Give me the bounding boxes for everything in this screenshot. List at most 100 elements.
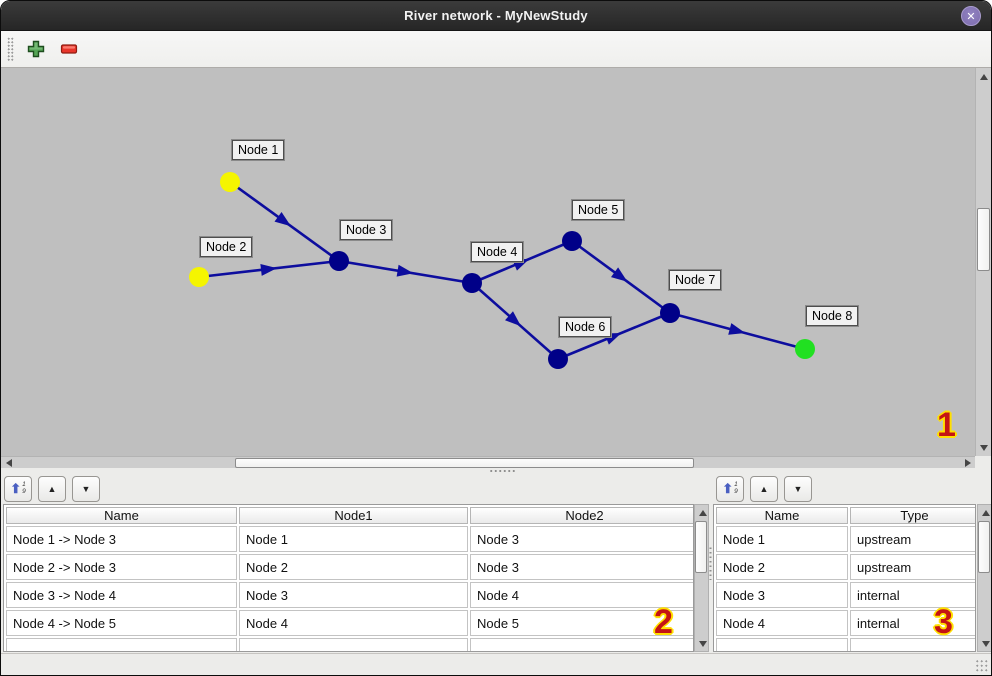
node-circle[interactable] <box>329 251 349 271</box>
table-cell[interactable]: Node 3 <box>470 554 693 580</box>
scrollbar-thumb[interactable] <box>977 208 990 271</box>
scroll-left-arrow[interactable] <box>2 457 15 469</box>
scroll-right-arrow[interactable] <box>961 457 974 469</box>
table-cell[interactable]: Node 4 <box>470 582 693 608</box>
table-cell[interactable] <box>716 638 848 651</box>
node-circle[interactable] <box>795 339 815 359</box>
table-row-empty[interactable] <box>716 638 975 651</box>
table-cell[interactable]: Node 4 -> Node 5 <box>6 610 237 636</box>
scrollbar-corner <box>975 456 991 468</box>
scroll-up-arrow[interactable] <box>976 69 991 84</box>
node-label[interactable]: Node 5 <box>572 200 625 220</box>
annotation-1: 1 <box>937 406 956 444</box>
edges-table-scrollbar[interactable] <box>694 504 709 652</box>
edges-move-down-button[interactable]: ▼ <box>72 475 100 502</box>
triangle-down-icon: ▼ <box>81 483 91 494</box>
table-cell[interactable]: Node 3 <box>716 582 848 608</box>
close-button[interactable]: ✕ <box>961 6 981 26</box>
column-header[interactable]: Node1 <box>239 507 468 524</box>
annotation-2: 2 <box>654 603 673 641</box>
table-cell[interactable]: Node 1 -> Node 3 <box>6 526 237 552</box>
edge-arrow-icon <box>260 263 277 276</box>
scroll-up-arrow[interactable] <box>695 505 710 520</box>
table-cell[interactable]: Node 4 <box>239 610 468 636</box>
table-cell[interactable]: Node 3 <box>239 582 468 608</box>
canvas-vertical-scrollbar[interactable] <box>975 68 991 456</box>
table-cell[interactable]: Node 1 <box>716 526 848 552</box>
node-label[interactable]: Node 2 <box>200 237 253 257</box>
table-cell[interactable] <box>239 638 468 651</box>
node-label[interactable]: Node 6 <box>559 317 612 337</box>
nodes-move-up-button[interactable]: ▲ <box>750 475 778 502</box>
table-cell[interactable]: Node 4 <box>716 610 848 636</box>
resize-grip-icon[interactable] <box>975 659 988 672</box>
table-cell[interactable]: upstream <box>850 526 975 552</box>
table-cell[interactable] <box>6 638 237 651</box>
node-circle[interactable] <box>189 267 209 287</box>
river-network-canvas[interactable]: Node 1 Node 2 Node 3 Node 4 Node 5 Node 6 Node… <box>1 68 977 456</box>
edge-arrow-icon <box>396 264 414 277</box>
table-cell[interactable]: Node 2 -> Node 3 <box>6 554 237 580</box>
column-header[interactable]: Name <box>6 507 237 524</box>
node-circle[interactable] <box>562 231 582 251</box>
add-button[interactable] <box>22 35 50 63</box>
column-header[interactable]: Type <box>850 507 975 524</box>
table-cell[interactable]: Node 3 <box>470 526 693 552</box>
canvas-horizontal-scrollbar[interactable] <box>1 456 977 468</box>
node-label[interactable]: Node 1 <box>232 140 285 160</box>
table-cell[interactable]: upstream <box>850 554 975 580</box>
main-toolbar <box>1 31 991 68</box>
scroll-down-arrow[interactable] <box>695 636 710 651</box>
scroll-up-arrow[interactable] <box>978 505 991 520</box>
node-label[interactable]: Node 8 <box>806 306 859 326</box>
node-label[interactable]: Node 3 <box>340 220 393 240</box>
node-circle[interactable] <box>220 172 240 192</box>
node-label[interactable]: Node 7 <box>669 270 722 290</box>
table-cell[interactable]: Node 2 <box>716 554 848 580</box>
nodes-table-scrollbar[interactable] <box>977 504 991 652</box>
table-cell[interactable]: internal <box>850 610 975 636</box>
table-cell[interactable] <box>470 638 693 651</box>
column-header[interactable]: Name <box>716 507 848 524</box>
node-circle[interactable] <box>548 349 568 369</box>
node-label[interactable]: Node 4 <box>471 242 524 262</box>
edge-arrow-icon <box>274 211 291 227</box>
remove-button[interactable] <box>55 35 83 63</box>
node-circle[interactable] <box>462 273 482 293</box>
scrollbar-thumb[interactable] <box>695 521 707 573</box>
panel-divider-handle[interactable] <box>708 546 713 580</box>
scroll-down-arrow[interactable] <box>978 636 991 651</box>
toolbar-drag-handle[interactable] <box>7 37 14 61</box>
node-circle[interactable] <box>660 303 680 323</box>
table-cell[interactable]: Node 1 <box>239 526 468 552</box>
table-cell[interactable]: internal <box>850 582 975 608</box>
scroll-down-arrow[interactable] <box>976 440 991 455</box>
panel-splitter[interactable] <box>1 468 991 473</box>
add-plus-icon <box>27 40 45 58</box>
nodes-move-down-button[interactable]: ▼ <box>784 475 812 502</box>
titlebar[interactable]: River network - MyNewStudy ✕ <box>1 1 991 31</box>
table-cell[interactable]: Node 2 <box>239 554 468 580</box>
scrollbar-thumb[interactable] <box>978 521 990 573</box>
table-row-empty[interactable] <box>6 638 693 651</box>
column-header[interactable]: Node2 <box>470 507 693 524</box>
edges-move-up-button[interactable]: ▲ <box>38 475 66 502</box>
table-cell[interactable] <box>850 638 975 651</box>
table-cell[interactable]: Node 3 -> Node 4 <box>6 582 237 608</box>
scrollbar-thumb[interactable] <box>235 458 694 468</box>
table-cell[interactable]: Node 5 <box>470 610 693 636</box>
